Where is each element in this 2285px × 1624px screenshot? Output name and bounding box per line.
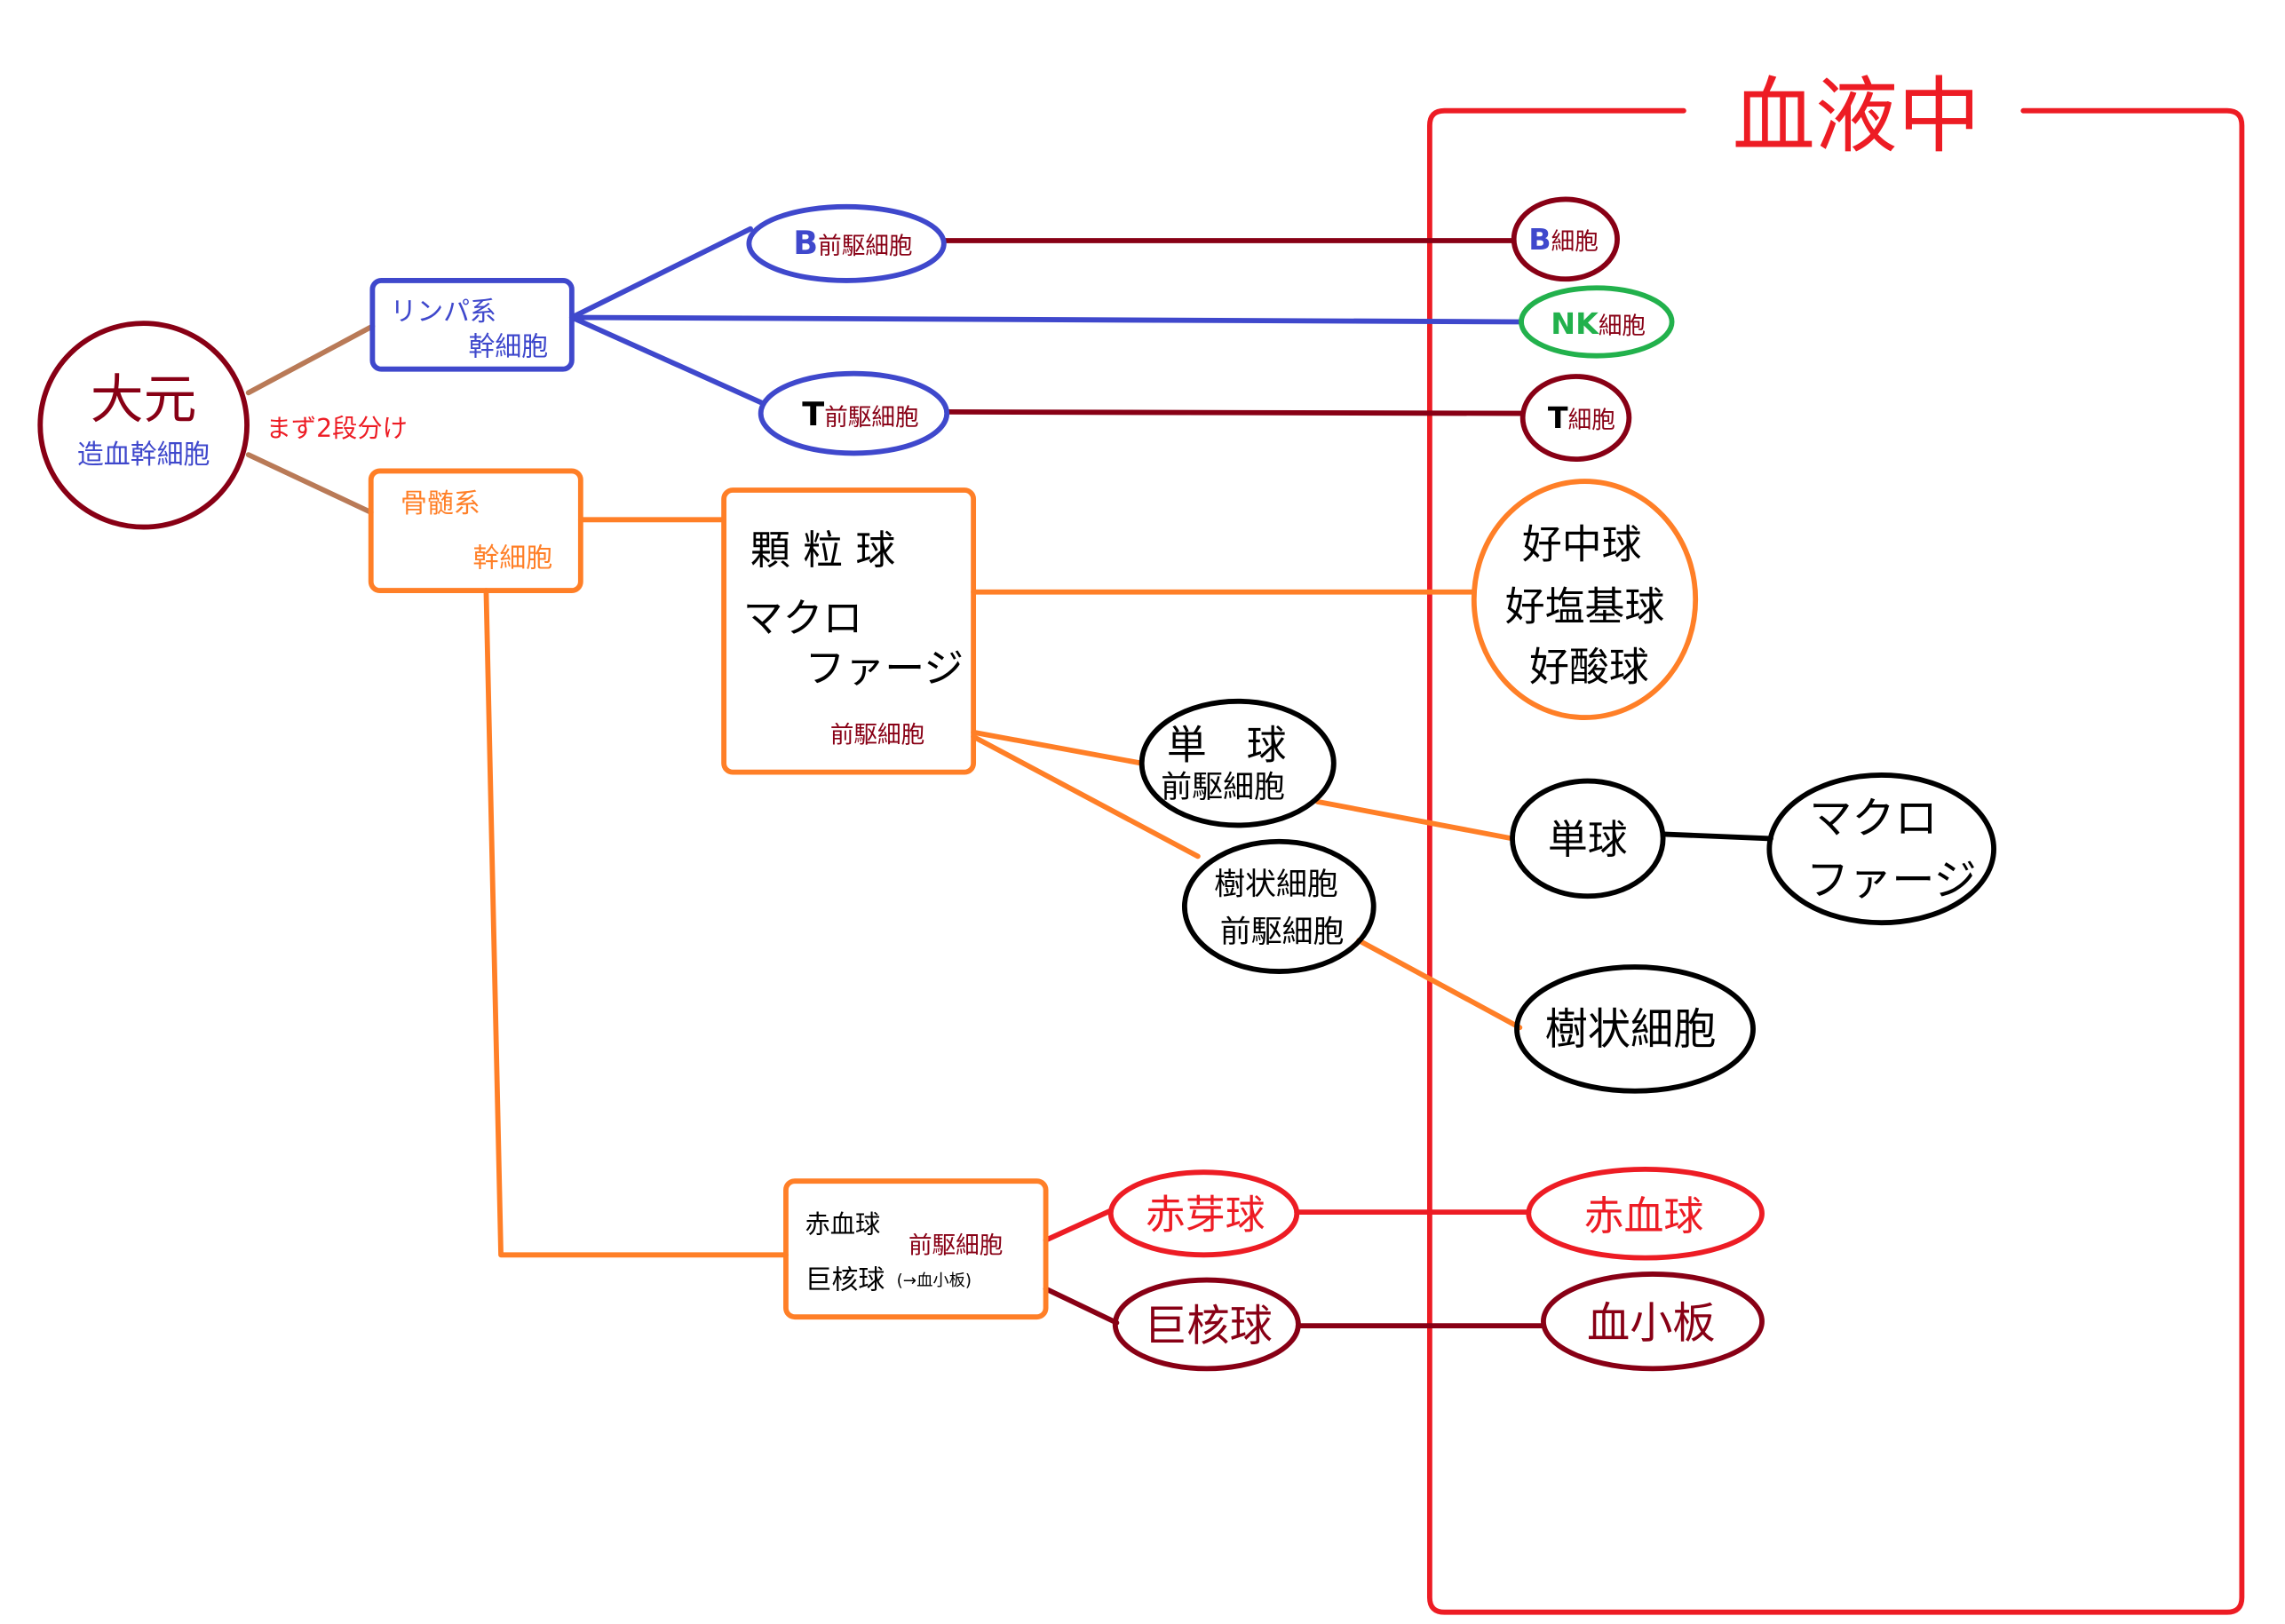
root-stem-cell-node: 大元 造血幹細胞 [37,321,250,530]
lymphoid-line1: リンパ系 [390,297,496,328]
macrophage-line2: ファージ [1806,856,1977,906]
dendritic-progenitor-node: 樹状細胞 前駆細胞 [1181,838,1377,974]
erythrocyte-label: 赤血球 [1584,1192,1704,1240]
t-progenitor-node: T前駆細胞 [758,370,950,456]
lymphoid-stem-cell-node: リンパ系 幹細胞 [369,278,575,372]
connector-monoprog-monocyte [1314,798,1515,842]
macrophage-node: マクロ ファージ [1766,772,1996,926]
connector-lymphoid-tprog [568,314,766,406]
monocyte-progenitor-node: 単 球 前駆細胞 [1139,698,1337,828]
connectors [245,226,1773,1329]
nk-cell-node: NK細胞 [1519,285,1675,359]
connector-lymphoid-bprog [568,226,753,321]
megakaryocyte-label: 巨核球 [1144,1302,1273,1351]
t-cell-label: 細胞 [1568,407,1615,434]
monoprog-line2: 前駆細胞 [1161,770,1285,805]
myeloid-line2: 幹細胞 [472,543,552,574]
b-progenitor-label: 前駆細胞 [818,233,912,260]
erythroblast-node: 赤芽球 [1107,1169,1300,1258]
eosinophil-label: 好酸球 [1529,644,1649,691]
connector-monocyte-macrophage [1660,831,1773,842]
erythroprog-line1: 赤血球 [805,1209,881,1239]
root-note: まず2段分け [266,414,408,443]
connector-tprog-tcell [944,408,1526,416]
erythrocyte-node: 赤血球 [1526,1166,1765,1261]
platelet-node: 血小板 [1541,1271,1765,1372]
dendritic-cell-node: 樹状細胞 [1514,964,1756,1094]
connector-lymphoid-nk [568,314,1524,325]
connector-root-lymphoid [245,323,376,396]
erythroprog-line3: 巨核球 [805,1265,885,1296]
erythroprog-line2: 前駆細胞 [908,1232,1003,1260]
myeloid-line1: 骨髄系 [401,488,480,519]
dendritic-cell-label: 樹状細胞 [1545,1005,1717,1055]
t-cell-node: T細胞 [1519,374,1632,463]
granprog-line3: ファージ [805,645,964,692]
platelet-label: 血小板 [1587,1298,1716,1348]
b-cell-text: B細胞 [1528,222,1599,257]
erythroblast-label: 赤芽球 [1146,1191,1265,1238]
t-progenitor-label: 前駆細胞 [824,404,918,432]
connector-granprog-monoprog [971,729,1145,766]
granprog-line1: 顆 粒 球 [750,527,895,574]
t-progenitor-letter: T [802,395,824,433]
nk-cell-text: NK細胞 [1551,306,1646,341]
connector-granprog-dendprog [971,733,1201,860]
connector-erythroprog-megakaryocyte [1043,1286,1120,1326]
t-progenitor-text: T前駆細胞 [802,395,918,433]
monocyte-label: 単球 [1548,816,1628,863]
t-cell-text: T細胞 [1548,400,1615,435]
basophil-label: 好塩基球 [1505,582,1664,630]
connector-myeloid-erythroprog [483,588,789,1258]
granprog-line4: 前駆細胞 [830,721,924,749]
root-subtitle: 造血幹細胞 [77,440,210,471]
root-title: 大元 [91,369,197,432]
monoprog-line1: 単 球 [1167,722,1287,769]
connector-root-myeloid [245,452,374,515]
b-progenitor-letter: B [793,224,818,262]
lymphoid-line2: 幹細胞 [468,332,548,363]
neutrophil-label: 好中球 [1522,521,1642,568]
blood-region-box [1426,107,2245,1615]
dendprog-line2: 前駆細胞 [1220,915,1345,950]
granulocyte-macrophage-progenitor-node: 顆 粒 球 マクロ ファージ 前駆細胞 [721,487,977,775]
myeloid-stem-cell-node: 骨髄系 幹細胞 [368,468,583,594]
erythro-mega-progenitor-node: 赤血球 前駆細胞 巨核球 (→血小板) [783,1178,1049,1320]
b-progenitor-node: B前駆細胞 [746,203,947,283]
connector-dendprog-dendcell [1356,938,1523,1031]
b-progenitor-text: B前駆細胞 [793,224,912,262]
blood-region-title: 血液中 [1733,68,1980,164]
b-cell-node: B細胞 [1511,196,1620,282]
dendprog-line1: 樹状細胞 [1214,867,1338,903]
b-cell-label: 細胞 [1551,228,1599,256]
granprog-line2: マクロ [743,595,863,642]
megakaryocyte-node: 巨核球 [1112,1277,1301,1372]
connector-erythroprog-erythroblast [1043,1208,1114,1243]
monocyte-node: 単球 [1510,778,1666,899]
nk-cell-letter: NK [1551,306,1599,341]
b-cell-letter: B [1528,222,1551,257]
granulocytes-node: 好中球 好塩基球 好酸球 [1471,479,1699,720]
nk-cell-label: 細胞 [1599,313,1646,340]
t-cell-letter: T [1548,400,1568,435]
macrophage-line1: マクロ [1809,794,1938,844]
erythroprog-note: (→血小板) [897,1271,972,1290]
